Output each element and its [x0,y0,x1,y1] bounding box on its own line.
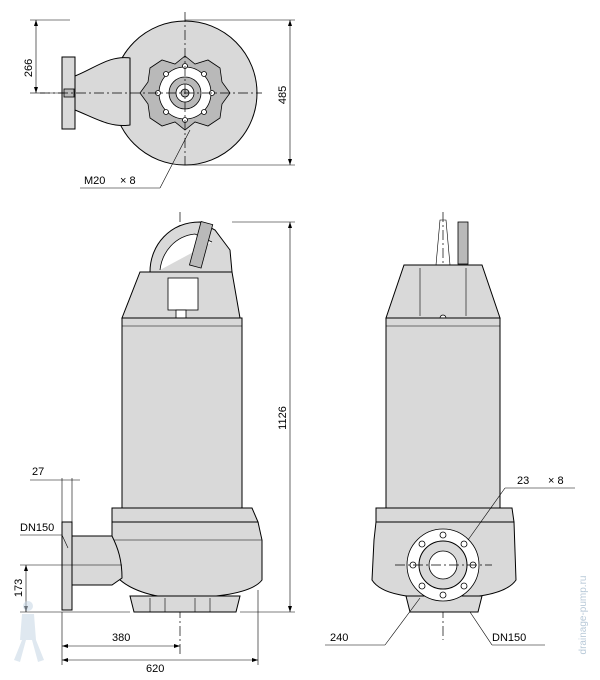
dim-380-label: 380 [112,632,130,644]
dim-266-label: 266 [23,59,35,77]
side-view [20,212,295,665]
outlet-size-right-label: DN150 [492,632,526,644]
top-cap-front [385,264,501,319]
dim-173-label: 173 [13,579,25,597]
dim-27-label: 27 [32,466,44,478]
watermark-text: drainage-pump.ru [578,576,589,655]
hole-multiplier-label: × 8 [548,475,564,487]
flange-side [61,521,73,611]
discharge-elbow-top [74,57,131,127]
top-view [30,12,295,189]
motor-body-front [385,317,501,509]
discharge-elbow-side [71,535,123,586]
pump-casing-side [111,521,263,599]
dim-485-label: 485 [277,86,289,104]
hole-callout-label: 23 [517,475,529,487]
outlet-size-left-label: DN150 [20,522,54,534]
watermark: drainage-pump.ru [14,576,589,662]
front-view [325,212,575,646]
dim-1126-label: 1126 [277,406,289,430]
bolt-callout-label: M20 [84,175,105,187]
bolt-multiplier-label: × 8 [120,175,136,187]
watermark-figure [14,601,44,662]
motor-body-side [121,317,243,509]
dim-240-label: 240 [330,632,348,644]
dim-620-label: 620 [146,663,164,675]
